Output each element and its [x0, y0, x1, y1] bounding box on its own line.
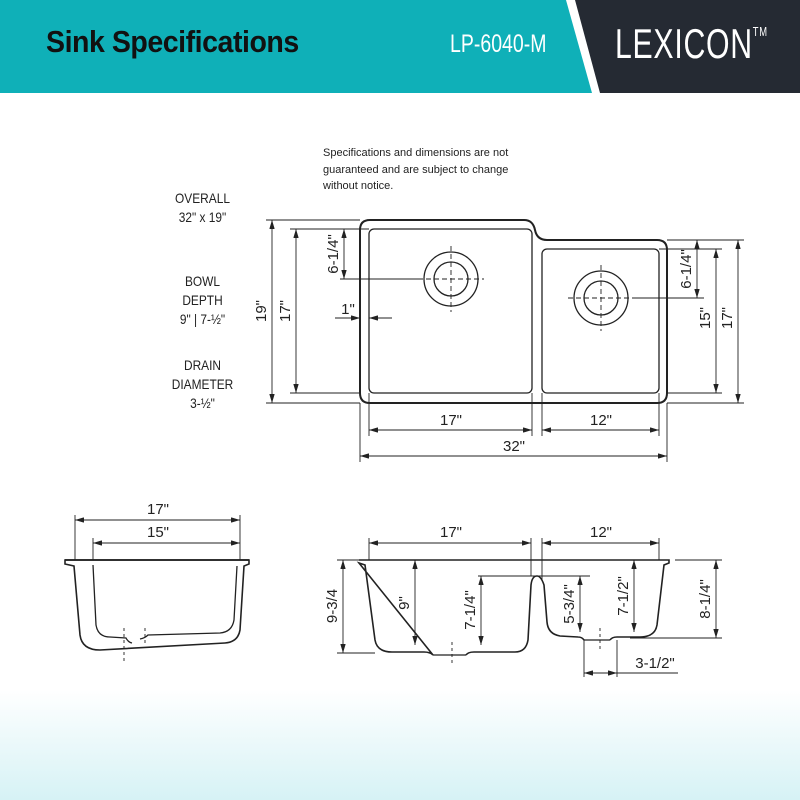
- spec-overall: OVERALL 32" x 19": [141, 189, 264, 227]
- disclaimer-note: Specifications and dimensions are not gu…: [323, 145, 583, 195]
- note-line: Specifications and dimensions are not: [323, 147, 509, 159]
- dim-side-inner-width: 15": [147, 524, 169, 541]
- dim-overall-width: 32": [503, 438, 525, 455]
- spec-value: 9" | 7-½": [179, 311, 226, 327]
- dim-divider-right: 5-3/4": [561, 584, 578, 624]
- dim-left-drain-offset: 6-1/4": [325, 234, 342, 274]
- dim-divider-left: 7-1/4": [462, 590, 479, 630]
- dim-right-outer-depth: 17": [719, 307, 736, 329]
- dim-front-right-width: 12": [590, 524, 612, 541]
- dim-front-left-width: 17": [440, 524, 462, 541]
- dim-side-outer-width: 17": [147, 501, 169, 518]
- spec-bowl-depth: BOWL DEPTH 9" | 7-½": [141, 272, 264, 329]
- top-view: [266, 219, 744, 462]
- header-banner: Sink Specifications LP-6040-M LEXICONTM: [0, 0, 800, 93]
- brand-name: LEXICON: [615, 20, 753, 67]
- spec-label: BOWL: [184, 273, 221, 289]
- spec-label: DIAMETER: [171, 376, 234, 392]
- note-line: without notice.: [323, 180, 394, 192]
- spec-label: OVERALL: [175, 190, 230, 206]
- dim-right-outer-height: 8-1/4": [697, 579, 714, 619]
- model-number: LP-6040-M: [450, 30, 547, 58]
- spec-label: DRAIN: [183, 357, 222, 373]
- spec-drain-diameter: DRAIN DIAMETER 3-½": [141, 356, 264, 413]
- dim-wall: 1": [341, 301, 355, 318]
- front-view: [337, 538, 722, 677]
- trademark: TM: [752, 24, 768, 39]
- side-view: [64, 515, 250, 664]
- dim-drain: 3-1/2": [635, 655, 675, 672]
- spec-value: 32" x 19": [178, 209, 227, 225]
- dim-right-depth: 7-1/2": [615, 576, 632, 616]
- dim-left-bowl-width: 17": [440, 412, 462, 429]
- brand-logo: LEXICONTM: [615, 20, 768, 68]
- note-line: guaranteed and are subject to change: [323, 163, 509, 176]
- dim-right-drain-offset: 6-1/4": [678, 249, 695, 289]
- dim-right-bowl-depth: 15": [697, 307, 714, 329]
- spec-value: 3-½": [190, 395, 215, 411]
- dim-left-depth: 9": [396, 596, 413, 610]
- dim-overall-height: 9-3/4: [324, 589, 341, 623]
- spec-label: DEPTH: [182, 292, 223, 308]
- page-title: Sink Specifications: [46, 24, 299, 59]
- dim-overall-depth: 19": [253, 300, 270, 322]
- brand-panel: [566, 0, 800, 93]
- dim-right-bowl-width: 12": [590, 412, 612, 429]
- dim-left-bowl-depth: 17": [277, 300, 294, 322]
